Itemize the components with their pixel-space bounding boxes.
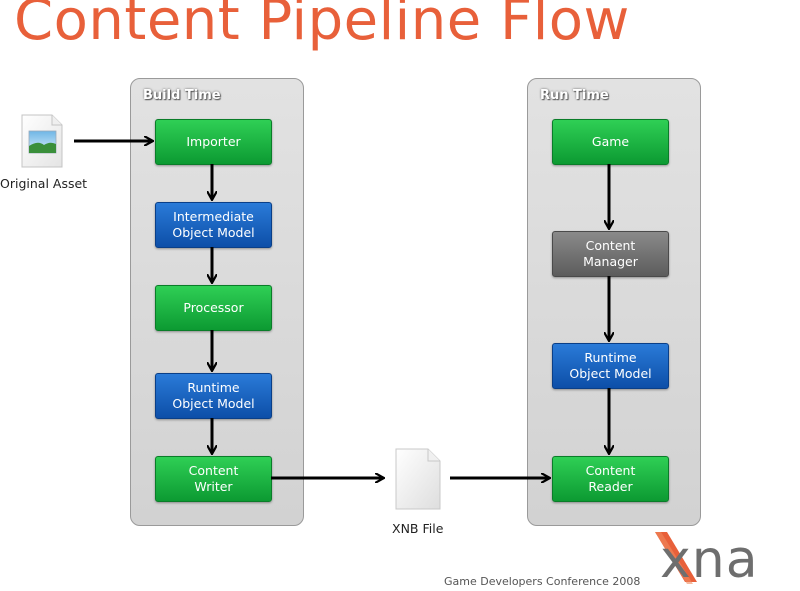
content-writer-node: Content Writer — [155, 456, 272, 502]
xna-logo-mark — [655, 532, 697, 584]
run-time-label: Run Time — [540, 88, 609, 103]
content-manager-node: Content Manager — [552, 231, 669, 277]
document-icon — [395, 448, 441, 510]
run-runtime-object-model-node: Runtime Object Model — [552, 343, 669, 389]
game-node: Game — [552, 119, 669, 165]
importer-node: Importer — [155, 119, 272, 165]
intermediate-object-model-node: Intermediate Object Model — [155, 202, 272, 248]
image-file-icon — [21, 114, 63, 168]
build-time-label: Build Time — [143, 88, 221, 103]
processor-node: Processor — [155, 285, 272, 331]
xnb-file-label: XNB File — [392, 521, 444, 536]
conference-footer: Game Developers Conference 2008 — [444, 575, 641, 588]
original-asset-label: Original Asset — [0, 176, 88, 191]
build-runtime-object-model-node: Runtime Object Model — [155, 373, 272, 419]
slide-title: Content Pipeline Flow — [14, 0, 630, 53]
content-reader-node: Content Reader — [552, 456, 669, 502]
xna-logo-text: xna — [660, 530, 759, 590]
